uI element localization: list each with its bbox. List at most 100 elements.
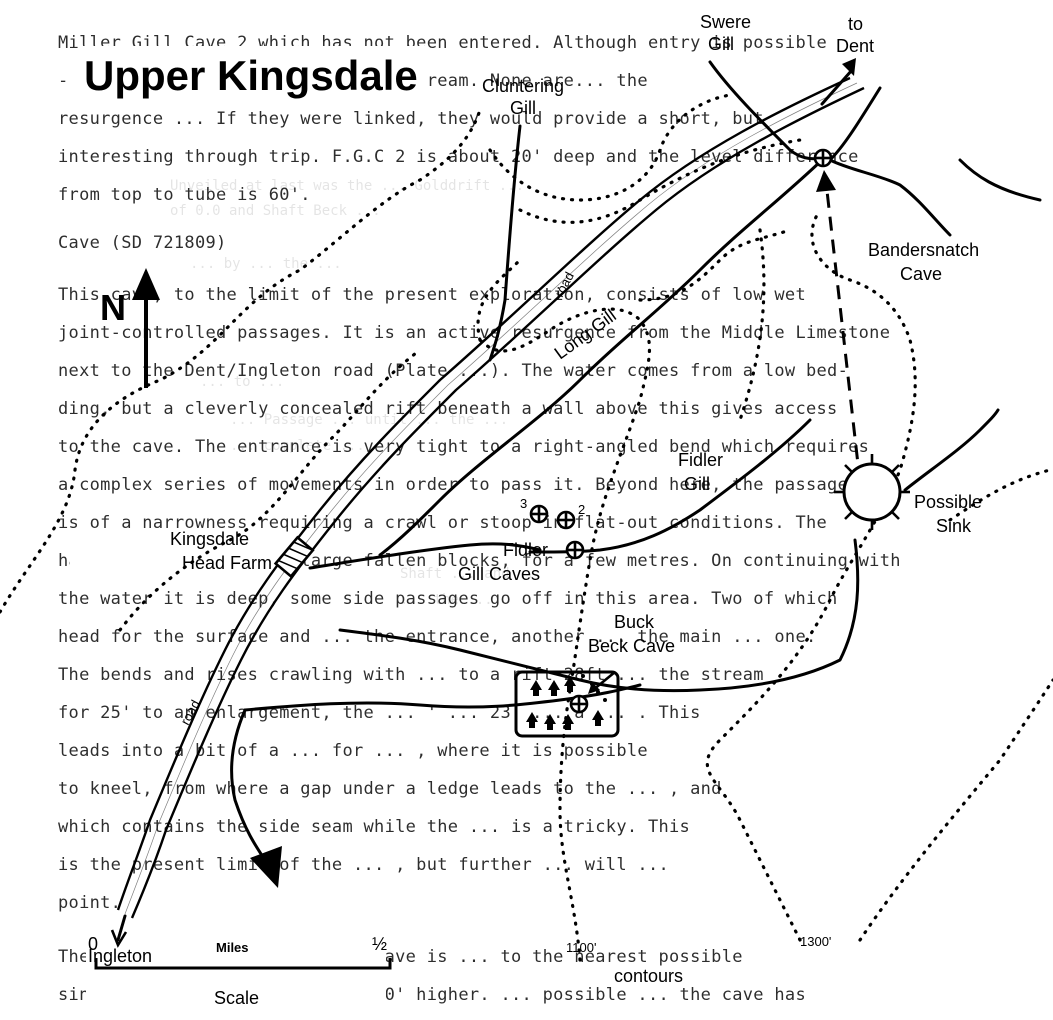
background-text-line: head for the surface and ... the entranc…	[58, 627, 817, 647]
ingleton-label: Ingleton	[88, 946, 152, 966]
road-edge-west	[116, 76, 851, 911]
road-centre-west	[124, 82, 858, 915]
streams	[230, 60, 1042, 862]
tree-icon	[592, 710, 604, 726]
tree-icon	[548, 680, 560, 696]
map-title: Upper Kingsdale	[84, 52, 418, 99]
fidler-gill-caves-label: Fidler	[503, 540, 548, 560]
faint-line: ... Passage ... until ... the ...	[230, 412, 508, 428]
north-arrow: N	[100, 268, 160, 388]
eastern-tributary-stream	[958, 158, 1042, 202]
contour-west-outer	[118, 348, 422, 632]
background-text-line: point.	[58, 893, 121, 913]
kingsdale-head-farm-label: Head Farm	[182, 553, 272, 573]
north-label: N	[100, 287, 126, 328]
background-text-line: the water it is deep, some side passages…	[58, 589, 838, 609]
possible-sink-label: Sink	[936, 516, 972, 536]
faint-background-text: Unveiled at last was the ... Golddrift .…	[170, 178, 543, 608]
cave-3-number: 3	[520, 496, 527, 511]
road-edge-east	[130, 86, 865, 919]
scale-end-label: ½	[372, 934, 387, 954]
tree-icon	[564, 676, 576, 692]
faint-line: of 0.0 and Shaft Beck ...	[170, 203, 381, 219]
bandersnatch-cave-symbol	[813, 148, 833, 168]
contour-1100-label: 1100'	[566, 940, 596, 955]
bandersnatch-stream	[828, 86, 952, 237]
possible-sink-label: Possible	[914, 492, 982, 512]
tree-icon	[526, 712, 538, 728]
faint-line: ... by ... the ...	[190, 256, 342, 272]
to-ingleton-road-end	[116, 914, 127, 942]
tree-icons	[526, 676, 604, 730]
scale-line	[94, 958, 392, 970]
place-labels: Swere Gill to Dent Cluntering Gill Bande…	[88, 12, 982, 966]
background-text-line: Cave (SD 721809)	[58, 233, 227, 253]
cave-2-number: 2	[578, 502, 585, 517]
background-text-line: The bends and rises crawling with ... to…	[58, 665, 764, 685]
scale-start-label: 0	[88, 934, 98, 954]
buck-beck-stream	[578, 538, 860, 693]
background-text-line: from top to tube is 60'.	[58, 185, 311, 205]
background-text-line: a complex series of movements in order t…	[58, 475, 848, 495]
contour-1300-label: 1300'	[800, 934, 831, 949]
faint-line: Unveiled at last was the ... Golddrift .…	[170, 178, 524, 194]
scale-unit-label: Miles	[216, 940, 249, 955]
to-dent-label: Dent	[836, 36, 874, 56]
lower-beck-stream	[243, 683, 642, 712]
road-arrows	[110, 58, 856, 948]
tree-icon	[562, 714, 574, 730]
fidler-gill-cave-1-symbol	[565, 540, 585, 560]
background-text-line: This cave, to the limit of the present e…	[58, 285, 806, 305]
bandersnatch-cave-label: Cave	[900, 264, 942, 284]
tree-icon	[544, 714, 556, 730]
fidler-gill-label: Fidler	[678, 450, 723, 470]
sink-feeder-stream	[903, 408, 1000, 492]
title-background	[80, 46, 425, 98]
upper-beck-stream	[378, 158, 824, 557]
swere-gill-stream	[708, 60, 824, 161]
to-dent-arrowhead	[842, 58, 856, 76]
contour-bandersnatch-loop	[638, 228, 792, 302]
road	[116, 76, 865, 919]
kingsdale-head-farm-building	[273, 535, 315, 579]
background-text-line: joint-controlled passages. It is an acti…	[58, 323, 890, 343]
buck-beck-cave-label: Beck Cave	[588, 636, 675, 656]
farm-to-caves-stream	[308, 542, 542, 570]
contour-east-spur	[738, 228, 766, 422]
background-text-line: to the cave. The entrance is very tight …	[58, 437, 869, 457]
to-dent-label: to	[848, 14, 863, 34]
background-text-line: leads into a bit of a ... for ... , wher…	[58, 741, 648, 761]
faint-line: Shaft ... and ...	[400, 566, 543, 582]
to-ingleton-arrowhead	[110, 929, 128, 948]
background-text-line: for 25' to an enlargement, the ... ' ...…	[58, 703, 701, 723]
background-text-line: resurgence ... If they were linked, they…	[58, 109, 764, 129]
kingsdale-beck-south	[230, 708, 267, 862]
trace-dashed-line	[824, 181, 862, 483]
background-text-line: which contains the side seam while the .…	[58, 817, 690, 837]
farm-label-background	[70, 528, 280, 580]
scale-background	[86, 930, 386, 1010]
background-text-line: ding, but a cleverly concealed rift bene…	[58, 399, 838, 419]
faint-line: ... to ...	[200, 374, 284, 390]
scale-bar: 0 Miles ½ Scale	[88, 934, 392, 1008]
north-arrowhead	[132, 268, 160, 300]
contour-east-outer	[858, 678, 1053, 942]
contour-1300	[705, 208, 917, 942]
background-text-line: is the present limit of the ... , but fu…	[58, 855, 669, 875]
scale-title: Scale	[214, 988, 259, 1008]
river-flow-arrowhead	[250, 846, 282, 888]
contour-legend: 1100' 1300' contours	[566, 934, 831, 986]
cluntering-gill-stream	[488, 124, 522, 362]
cave-symbols	[529, 148, 833, 714]
woodland-block	[514, 670, 620, 738]
contours-label: contours	[614, 966, 683, 986]
trace-arrowhead	[816, 170, 836, 192]
contour-1100-west	[0, 108, 482, 614]
bandersnatch-cave-label: Bandersnatch	[868, 240, 979, 260]
contour-far-east	[948, 468, 1052, 522]
contour-1100-south	[478, 307, 651, 962]
kingsdale-head-farm-label: Kingsdale	[170, 529, 249, 549]
buck-beck-cave-symbol	[569, 694, 589, 714]
fidler-gill-cave-2-symbol	[556, 510, 576, 530]
